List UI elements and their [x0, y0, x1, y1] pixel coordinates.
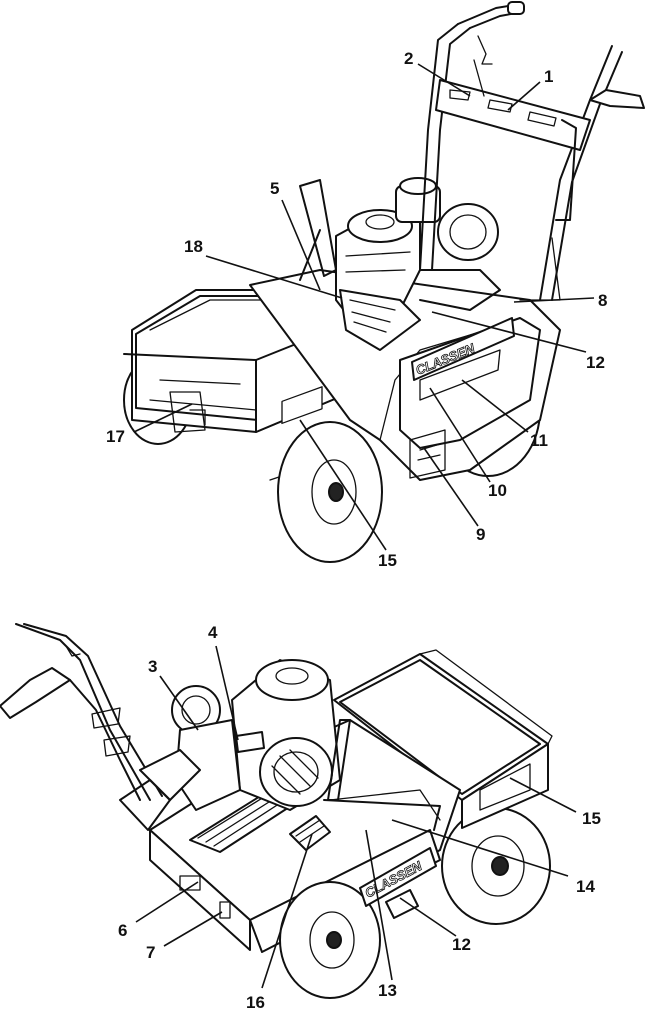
engine-bottom	[171, 659, 341, 811]
bottom-view-leader-lines	[135, 645, 577, 989]
seed-hopper-box-bottom	[333, 649, 553, 829]
engine	[335, 177, 501, 351]
bottom-view-callouts: 4 3 15 14 6 12 7 16 13	[118, 623, 601, 1012]
callout-6: 6	[118, 921, 127, 940]
callout-5: 5	[270, 179, 279, 198]
callout-3: 3	[148, 657, 157, 676]
callout-2: 2	[404, 49, 413, 68]
callout-14: 14	[576, 877, 595, 896]
front-left-wheel-bottom	[279, 881, 381, 999]
callout-9: 9	[476, 525, 485, 544]
rear-right-wheel-bottom	[441, 807, 551, 925]
callout-12-bottom: 12	[452, 935, 471, 954]
callout-16: 16	[246, 993, 265, 1012]
callout-18: 18	[184, 237, 203, 256]
callout-15-bottom: 15	[582, 809, 601, 828]
handlebar-assembly	[419, 1, 645, 301]
handlebar-assembly-bottom	[0, 623, 201, 831]
bottom-view-machine-illustration: CLASSEN	[0, 623, 553, 999]
callout-8: 8	[598, 291, 607, 310]
callout-12-top: 12	[586, 353, 605, 372]
control-levers-bottom	[323, 719, 441, 831]
left-control-lever	[299, 179, 337, 281]
callout-1: 1	[544, 67, 553, 86]
callout-11: 11	[530, 431, 548, 450]
callout-10: 10	[488, 481, 507, 500]
top-view-callouts: 1 2 5 18 8 12 11 17 10 9 15	[106, 49, 607, 570]
front-left-wheel	[277, 421, 383, 563]
callout-7: 7	[146, 943, 155, 962]
top-view-machine-illustration: CLASSEN	[123, 1, 645, 563]
callout-13: 13	[378, 981, 397, 1000]
top-view-leader-lines	[133, 63, 595, 551]
callout-15-top: 15	[378, 551, 397, 570]
callout-17: 17	[106, 427, 125, 446]
callout-4: 4	[208, 623, 218, 642]
